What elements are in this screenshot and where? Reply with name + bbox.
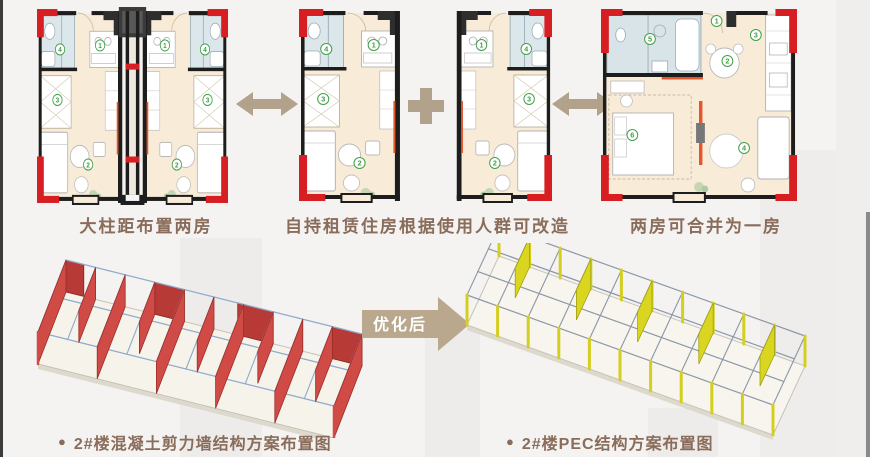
- svg-text:4: 4: [203, 47, 207, 55]
- plan-caption-3: 两房可合并为一房: [630, 217, 782, 236]
- svg-text:3: 3: [56, 97, 60, 105]
- svg-text:2: 2: [175, 162, 179, 170]
- floorplan-unit-a: 4 1 3 2: [299, 7, 401, 204]
- svg-text:3: 3: [206, 97, 210, 105]
- svg-text:3: 3: [754, 31, 758, 40]
- svg-text:6: 6: [630, 131, 634, 140]
- structure-shear-wall: [36, 259, 363, 438]
- plus-icon: [408, 88, 444, 124]
- svg-text:2: 2: [357, 159, 361, 168]
- swap-arrow-icon: [552, 92, 614, 116]
- structure-pec: [465, 243, 807, 440]
- optimize-arrow-label: 优化后: [373, 315, 427, 334]
- svg-text:4: 4: [742, 144, 747, 153]
- swap-arrow-icon: [236, 92, 298, 116]
- svg-text:5: 5: [648, 35, 652, 44]
- svg-text:3: 3: [527, 95, 531, 104]
- core-corridor: [118, 7, 147, 205]
- skyline-watermark: [836, 0, 870, 457]
- svg-text:1: 1: [480, 41, 484, 50]
- svg-text:1: 1: [715, 17, 719, 26]
- plan-caption-2: 自持租赁住房根据使用人群可改造: [285, 217, 570, 236]
- bedroom-area: [608, 80, 692, 180]
- kitchen-strip: [765, 14, 792, 112]
- svg-text:4: 4: [324, 45, 329, 54]
- red-columns: [601, 9, 797, 201]
- svg-text:1: 1: [372, 41, 376, 50]
- sofa: [757, 116, 790, 180]
- svg-text:2: 2: [493, 159, 497, 168]
- structure-caption-2-text: 2#楼PEC结构方案布置图: [521, 436, 714, 453]
- skyline-watermark: [425, 330, 480, 457]
- structure-caption-1: ● 2#楼混凝土剪力墙结构方案布置图: [58, 430, 332, 454]
- svg-text:4: 4: [58, 47, 62, 55]
- floorplan-unit-b: 4 1 3 2: [455, 8, 552, 203]
- bullet-icon: ●: [506, 434, 515, 449]
- floorplan-merged: 1 3 2 5 6 4: [601, 9, 797, 203]
- svg-text:1: 1: [163, 43, 167, 51]
- svg-text:1: 1: [98, 43, 102, 51]
- optimize-arrow: 优化后: [362, 297, 470, 351]
- rug: [709, 133, 744, 169]
- floorplan-two-units: 4 1 3 2 4 1 3 2: [37, 7, 228, 205]
- left-edge-strip: [0, 0, 3, 457]
- svg-text:2: 2: [86, 162, 90, 170]
- svg-text:3: 3: [321, 95, 325, 104]
- bullet-icon: ●: [58, 434, 67, 449]
- plant: [694, 182, 709, 193]
- bathroom-area: [606, 14, 702, 76]
- skyline-watermark: [648, 408, 718, 457]
- svg-text:4: 4: [524, 45, 529, 54]
- structure-caption-1-text: 2#楼混凝土剪力墙结构方案布置图: [73, 436, 332, 453]
- structure-caption-2: ● 2#楼PEC结构方案布置图: [506, 430, 714, 454]
- right-edge-strip: [866, 212, 870, 457]
- plan-caption-1: 大柱距布置两房: [79, 217, 213, 236]
- pouf: [740, 177, 756, 193]
- svg-text:2: 2: [725, 57, 729, 66]
